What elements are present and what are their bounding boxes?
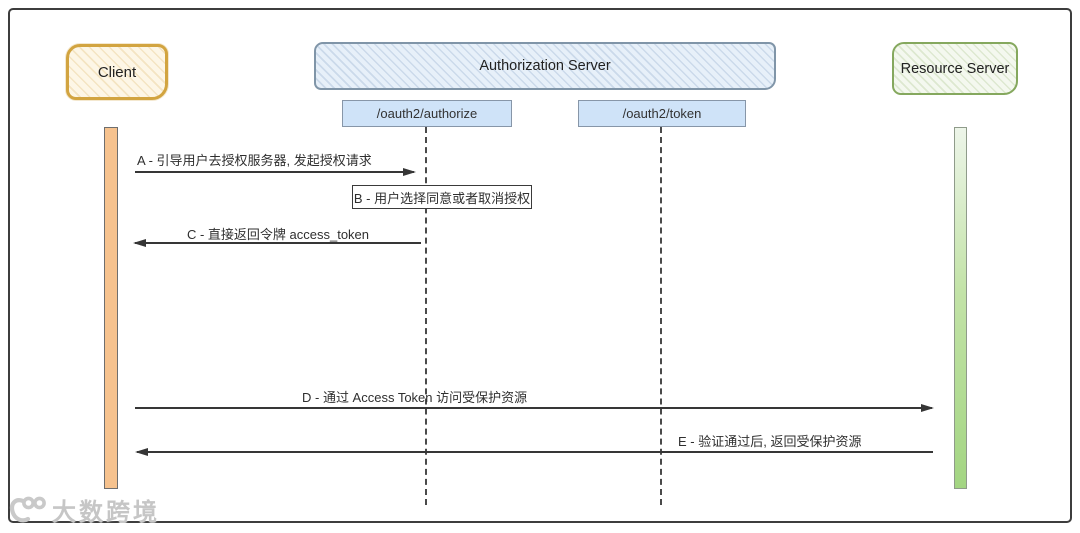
hundred-swoosh-icon <box>8 494 48 526</box>
message-e-label: E - 验证通过后, 返回受保护资源 <box>678 434 862 449</box>
message-d-label: D - 通过 Access Token 访问受保护资源 <box>302 390 528 405</box>
message-c-arrow <box>133 238 421 247</box>
message-d-arrow <box>135 403 934 412</box>
message-a-arrow <box>135 167 416 176</box>
arrowhead-right-icon <box>921 403 934 412</box>
endpoint-oauth2-token-label: /oauth2/token <box>622 106 702 121</box>
actor-authorization-server-label: Authorization Server <box>479 58 611 74</box>
message-a-label: A - 引导用户去授权服务器, 发起授权请求 <box>137 153 372 168</box>
endpoint-oauth2-authorize: /oauth2/authorize <box>342 100 512 127</box>
lifeline-oauth2-token <box>660 127 662 505</box>
actor-resource-server: Resource Server <box>892 42 1018 95</box>
message-e-arrow <box>135 447 933 456</box>
watermark: 大数跨境 <box>8 492 160 527</box>
activation-bar-client <box>104 127 118 489</box>
actor-resource-server-label: Resource Server <box>900 60 1010 77</box>
watermark-text: 大数跨境 <box>52 499 160 526</box>
endpoint-oauth2-authorize-label: /oauth2/authorize <box>376 106 478 121</box>
arrowhead-left-icon <box>133 238 146 247</box>
actor-client: Client <box>66 44 168 100</box>
endpoint-oauth2-token: /oauth2/token <box>578 100 746 127</box>
arrowhead-right-icon <box>403 167 416 176</box>
activation-bar-resource-server <box>954 127 967 489</box>
lifeline-oauth2-authorize <box>425 127 427 505</box>
actor-authorization-server: Authorization Server <box>314 42 776 90</box>
message-b-label: B - 用户选择同意或者取消授权 <box>353 190 531 206</box>
message-b-note: B - 用户选择同意或者取消授权 <box>352 185 532 209</box>
message-c-label: C - 直接返回令牌 access_token <box>186 227 370 242</box>
arrowhead-left-icon <box>135 447 148 456</box>
actor-client-label: Client <box>97 63 137 81</box>
